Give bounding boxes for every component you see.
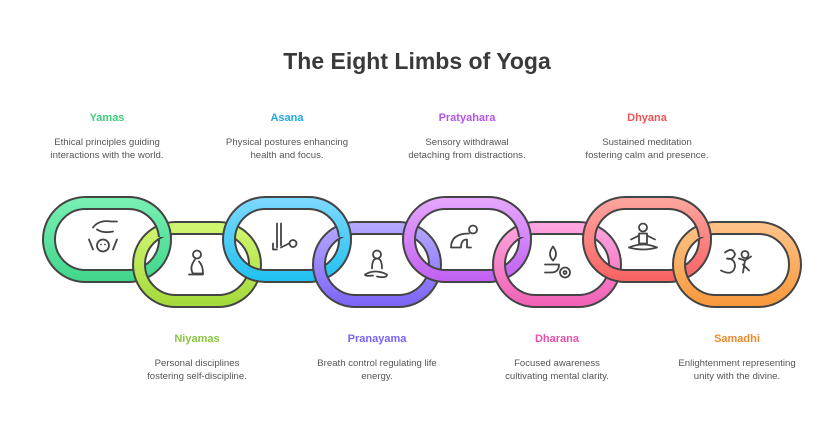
yoga-pose-icon — [272, 222, 298, 251]
lamp-flower-icon — [544, 245, 571, 279]
kneeling-person-icon — [188, 249, 204, 276]
om-figure-icon — [720, 249, 752, 274]
chain-link-pranayama — [312, 221, 442, 308]
limb-description: Breath control regulating life energy. — [317, 358, 437, 382]
caring-hand-icon — [88, 220, 118, 253]
diagram-title: The Eight Limbs of Yoga — [283, 48, 551, 74]
meditation-icon — [628, 222, 658, 251]
limb-name: Pranayama — [347, 333, 407, 345]
chain-link-overlap — [121, 196, 172, 237]
chain-link-niyamas — [132, 221, 262, 308]
limb-description: Personal disciplines fostering self-disc… — [147, 358, 247, 382]
limb-description: Sensory withdrawal detaching from distra… — [408, 137, 526, 161]
chain-link-overlap — [481, 196, 532, 237]
limb-name: Dharana — [534, 333, 580, 345]
limb-name: Samadhi — [714, 333, 760, 345]
chain-link-overlap — [661, 196, 712, 237]
limb-description: Enlightenment representing unity with th… — [678, 358, 796, 382]
child-pose-icon — [450, 224, 478, 249]
chain-link-overlap — [301, 196, 352, 237]
limb-name: Niyamas — [174, 333, 220, 345]
limb-name: Pratyahara — [438, 112, 496, 124]
limb-description: Ethical principles guiding interactions … — [50, 137, 164, 161]
seated-breathing-icon — [364, 249, 388, 279]
chain-link-samadhi — [672, 221, 802, 308]
limb-description: Physical postures enhancing health and f… — [225, 137, 349, 161]
limb-description: Focused awareness cultivating mental cla… — [505, 358, 609, 382]
limb-name: Asana — [270, 112, 304, 124]
limb-description: Sustained meditation fostering calm and … — [585, 137, 709, 161]
chain-link-dharana — [492, 221, 622, 308]
limb-name: Yamas — [89, 112, 125, 124]
limb-name: Dhyana — [627, 112, 667, 124]
